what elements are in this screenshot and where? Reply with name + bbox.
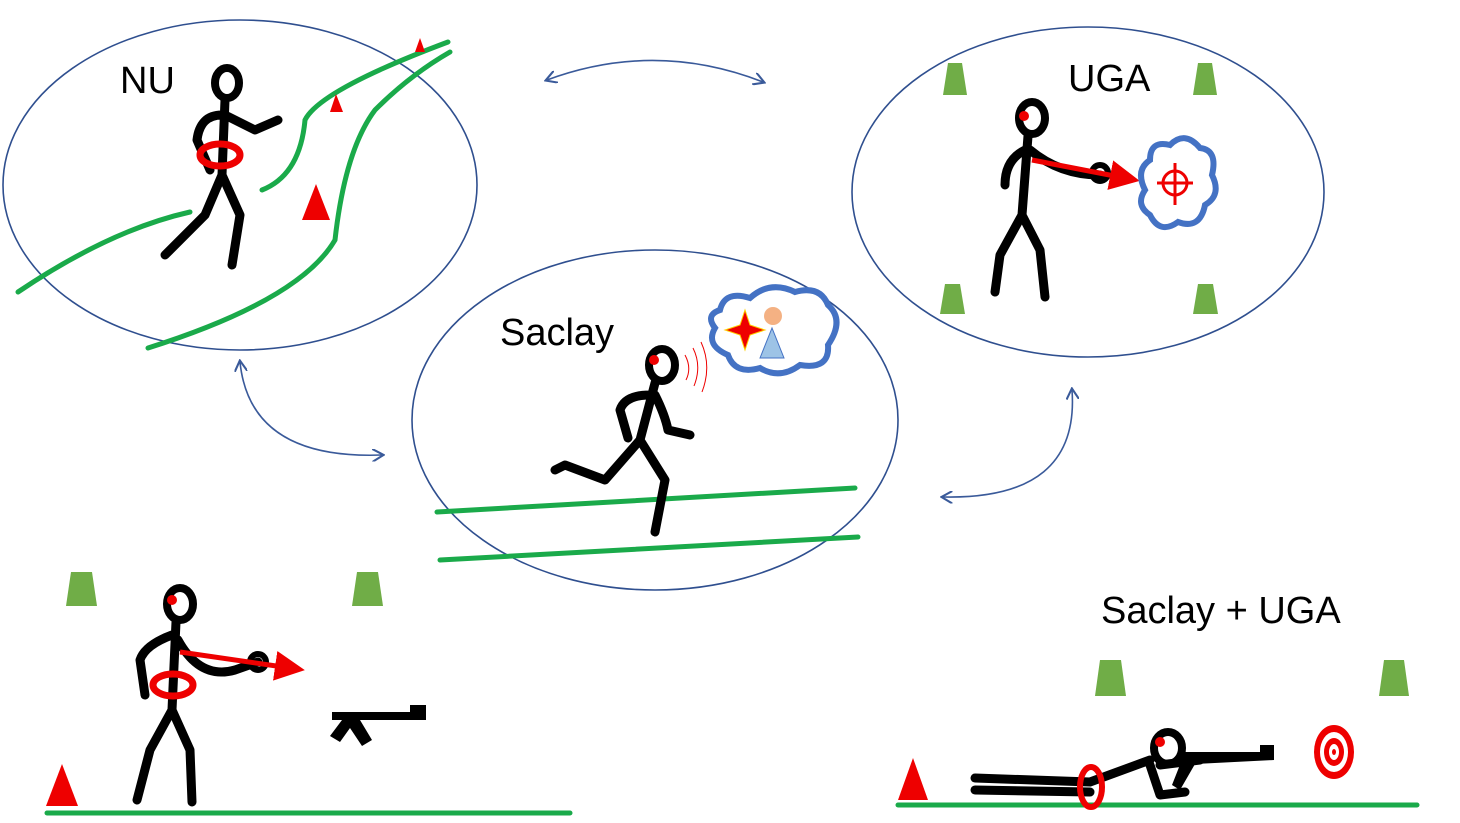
nu-runner-figure [160, 64, 283, 270]
bottom-right-cone [1379, 660, 1409, 696]
uga-cone [1193, 284, 1218, 314]
nu-trail [15, 39, 453, 351]
bottom-left-cone [66, 572, 97, 606]
arrow-nu-saclay [240, 362, 382, 455]
uga-cone [940, 284, 965, 314]
bottom-left-cone [352, 572, 383, 606]
target-icon [1314, 725, 1354, 779]
pistol-icon [330, 705, 426, 746]
nu-marker-tiny [415, 38, 425, 52]
saclay-track [434, 485, 861, 563]
bottom-left-thrower-figure [132, 584, 305, 807]
uga-label: UGA [1068, 58, 1151, 100]
saclay-uga-label: Saclay + UGA [1101, 590, 1341, 632]
nu-ellipse [2, 19, 478, 351]
uga-cone [943, 63, 967, 95]
bottom-left-marker [46, 764, 78, 806]
arrow-nu-uga [547, 59, 763, 82]
saclay-runner-figure [550, 341, 708, 537]
nu-marker-large [302, 184, 330, 220]
saclay-label: Saclay [500, 312, 615, 354]
arrow-uga-saclay [943, 390, 1072, 497]
saclay-thought-cloud [708, 284, 840, 377]
uga-thrower-figure [990, 98, 1140, 302]
bottom-right-marker [898, 758, 928, 800]
uga-cone [1193, 63, 1217, 95]
uga-ellipse [851, 26, 1325, 358]
uga-thought-target [1138, 135, 1219, 231]
saclay-ellipse [411, 249, 899, 591]
prone-shooter-figure [970, 728, 1274, 810]
bottom-right-cone [1095, 660, 1126, 696]
nu-marker-small [330, 94, 343, 112]
nu-label: NU [120, 60, 175, 102]
